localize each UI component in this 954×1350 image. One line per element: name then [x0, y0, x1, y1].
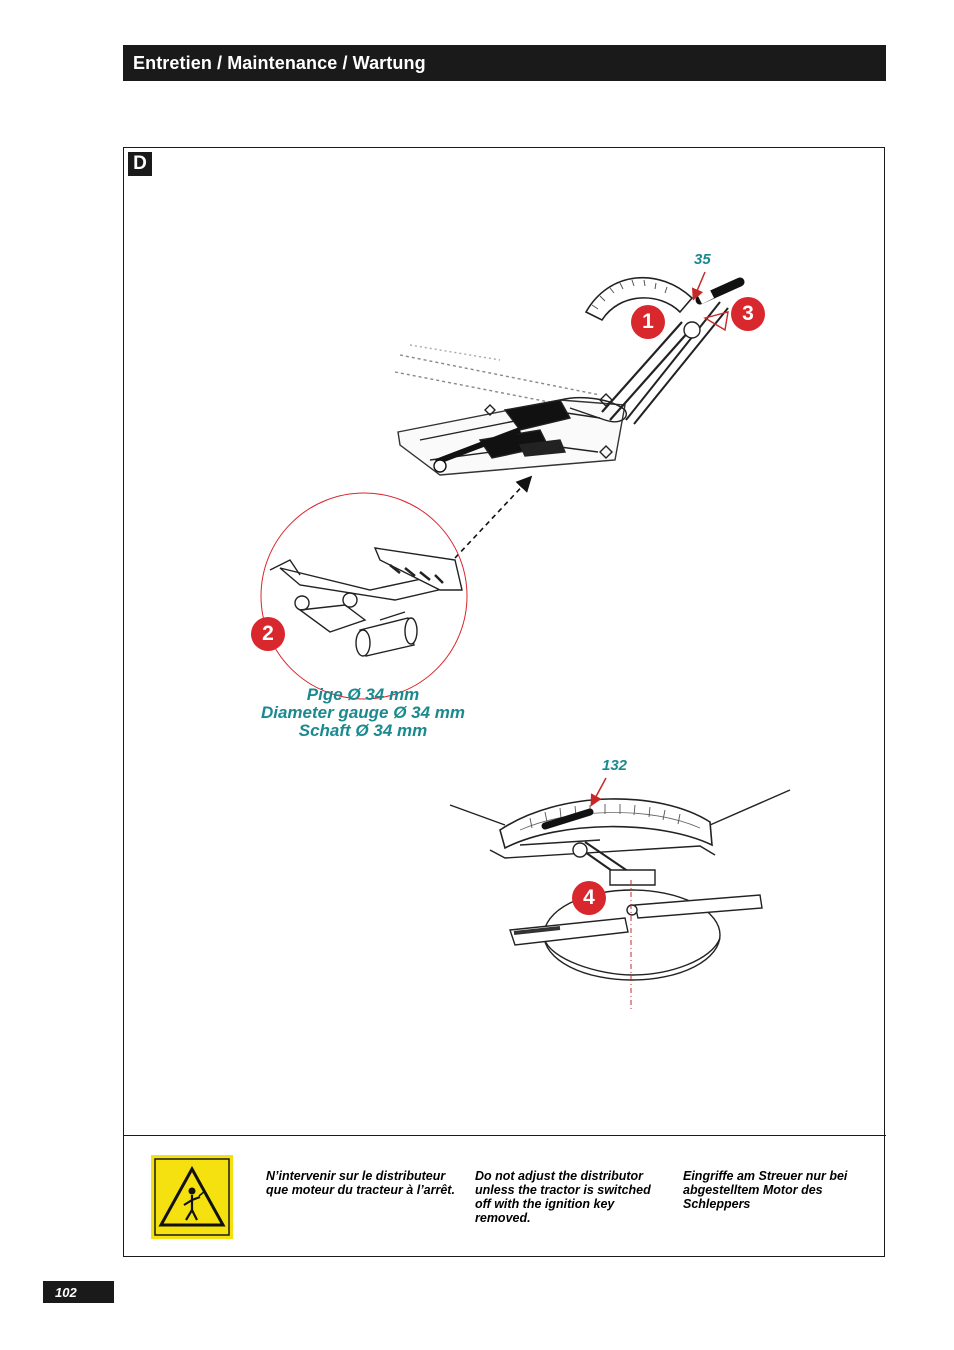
step-badge-3: 3 — [731, 297, 765, 331]
step-badge-2: 2 — [251, 617, 285, 651]
warning-divider — [123, 1135, 886, 1136]
callout-132-arrow — [590, 777, 607, 807]
warning-person-icon — [151, 1155, 233, 1239]
spreader-disc-drawing — [449, 789, 791, 981]
section-header-bar: Entretien / Maintenance / Wartung — [123, 45, 886, 81]
caption-de: Schaft Ø 34 mm — [298, 721, 428, 740]
warning-text-fr: N’intervenir sur le distributeur que mot… — [266, 1169, 455, 1197]
caption-en: Diameter gauge Ø 34 mm — [260, 703, 466, 722]
callout-132: 132 — [602, 757, 628, 774]
lever-assembly-drawing — [394, 276, 745, 476]
page-number-bar: 102 — [43, 1281, 114, 1303]
detail-pointer-arrow — [454, 475, 533, 559]
page-number: 102 — [55, 1285, 77, 1300]
figure-label: D — [128, 152, 152, 176]
caption-fr: Pige Ø 34 mm — [306, 685, 420, 704]
callout-35: 35 — [694, 251, 711, 268]
gauge-detail-drawing — [260, 492, 468, 700]
warning-text-de: Eingriffe am Streuer nur bei abgestellte… — [683, 1169, 848, 1211]
callout-35-arrow — [691, 271, 706, 301]
step-badge-4: 4 — [572, 881, 606, 915]
step-badge-1: 1 — [631, 305, 665, 339]
gauge-caption: Pige Ø 34 mm Diameter gauge Ø 34 mm Scha… — [228, 686, 498, 740]
page-title: Entretien / Maintenance / Wartung — [133, 53, 426, 73]
warning-text-en: Do not adjust the distributor unless the… — [475, 1169, 651, 1225]
figure-frame — [123, 147, 885, 1257]
